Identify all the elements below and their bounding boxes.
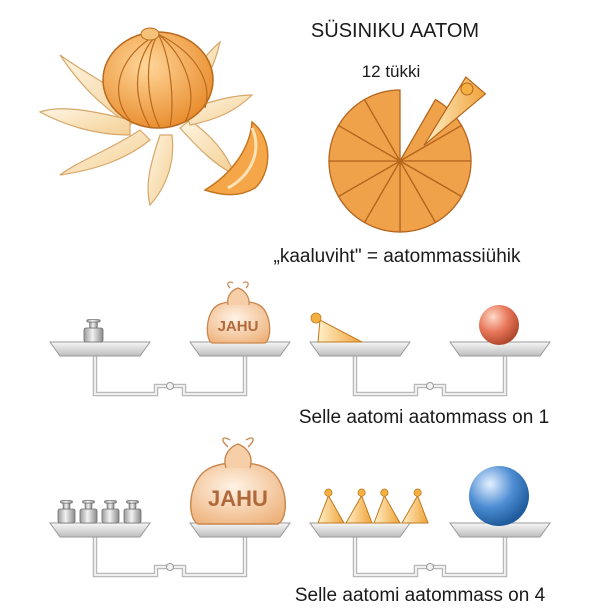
diagram-title: SÜSINIKU AATOM bbox=[311, 20, 479, 42]
scale-row2-right bbox=[309, 522, 551, 578]
peeled-orange bbox=[38, 27, 254, 207]
scale-pan-left bbox=[49, 341, 151, 357]
orange-slice bbox=[203, 120, 269, 196]
scale-pan-left bbox=[309, 341, 411, 357]
pulled-out-pie-slice bbox=[423, 76, 487, 146]
row2-flour-sack: JAHU bbox=[190, 437, 286, 525]
metal-weight bbox=[101, 500, 120, 524]
scale-row1-right bbox=[309, 341, 551, 397]
scale-pivot bbox=[426, 563, 434, 571]
scale-pivot bbox=[166, 382, 174, 390]
scale-pivot bbox=[426, 382, 434, 390]
pie-wedge bbox=[345, 488, 373, 524]
metal-weight bbox=[57, 500, 76, 524]
metal-weight bbox=[79, 500, 98, 524]
row2-sack-label: JAHU bbox=[208, 486, 268, 511]
row1-atom-sphere bbox=[479, 305, 519, 345]
pieces-label: 12 tükki bbox=[362, 62, 421, 81]
slice-tip-ball bbox=[460, 82, 474, 96]
row1-pie-wedges bbox=[310, 312, 363, 343]
caption-row2: Selle aatomi aatommass on 4 bbox=[295, 585, 546, 606]
scale-row2-left bbox=[49, 522, 291, 578]
scale-pan-right bbox=[449, 522, 551, 538]
caption-row1: Selle aatomi aatommass on 1 bbox=[299, 407, 549, 428]
metal-weight bbox=[123, 500, 142, 524]
scale-pan-right bbox=[449, 341, 551, 357]
row1-sack-label: JAHU bbox=[218, 318, 259, 335]
row1-weights bbox=[83, 319, 104, 343]
scale-pan-right bbox=[189, 522, 291, 538]
scale-pan-left bbox=[309, 522, 411, 538]
definition-label: „kaaluviht" = aatommassiühik bbox=[274, 246, 521, 267]
orange-segment-lines bbox=[117, 33, 208, 129]
pie-wedge bbox=[373, 488, 401, 524]
metal-weight bbox=[83, 319, 104, 343]
scale-row1-left bbox=[49, 341, 291, 397]
scale-pan-right bbox=[189, 341, 291, 357]
row2-pie-wedges bbox=[317, 488, 429, 524]
pie-wedge bbox=[401, 488, 429, 524]
row1-flour-sack: JAHU bbox=[206, 281, 271, 344]
pie-wedge bbox=[310, 312, 363, 343]
row2-atom-sphere bbox=[469, 466, 529, 526]
scale-pivot bbox=[166, 563, 174, 571]
pie-slice bbox=[363, 89, 401, 164]
row2-weights bbox=[57, 500, 142, 524]
scale-pan-left bbox=[49, 522, 151, 538]
pie-wedge bbox=[317, 488, 345, 524]
